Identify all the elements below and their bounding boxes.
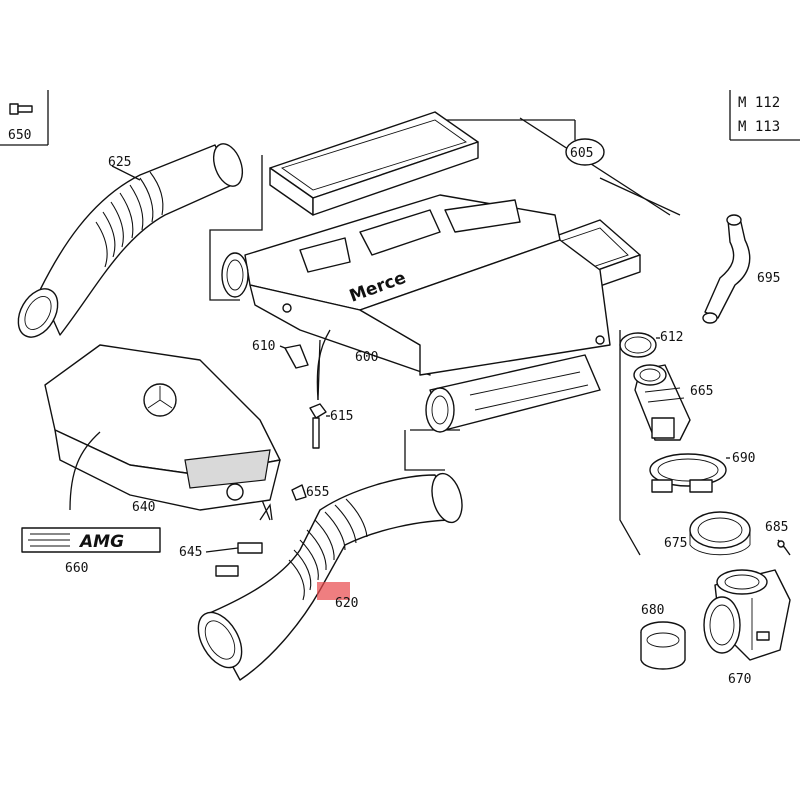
engine-code-1: M 112 (738, 95, 780, 111)
engine-code-2: M 113 (738, 119, 780, 135)
part-605-callout: 605 (565, 138, 605, 166)
label-670: 670 (728, 672, 751, 687)
label-640: 640 (132, 500, 155, 515)
label-665: 665 (690, 384, 713, 399)
label-655: 655 (306, 485, 329, 500)
bolt-615: 615 (309, 403, 353, 449)
bracket-610: 610 (252, 339, 309, 369)
label-612: 612 (660, 330, 683, 345)
label-600: 600 (355, 350, 378, 365)
label-645: 645 (179, 545, 202, 560)
clip-685: 685 (765, 520, 791, 556)
breather-pipe-695: 695 (702, 214, 780, 324)
label-675: 675 (664, 536, 687, 551)
filter-bracket-lines (209, 117, 681, 471)
label-695: 695 (757, 271, 780, 286)
engine-cover-640: 640 (44, 344, 281, 515)
throttle-housing-670: 670 (703, 569, 791, 687)
seal-ring-612: 612 (619, 330, 683, 358)
air-filter-element-upper (269, 111, 479, 216)
label-680: 680 (641, 603, 664, 618)
label-615: 615 (330, 409, 353, 424)
label-610: 610 (252, 339, 275, 354)
bolt-650 (9, 103, 33, 115)
label-650: 650 (8, 128, 31, 143)
clip-set-645: 645 (179, 542, 263, 577)
badge-text: AMG (78, 532, 124, 552)
highlight-620 (317, 582, 350, 600)
grommet-655: 655 (291, 484, 329, 501)
clamp-ring-680: 680 (640, 603, 686, 670)
adapter-ring-675: 675 (664, 511, 751, 556)
label-605: 605 (570, 146, 593, 161)
hose-clamp-690: 690 (649, 451, 755, 493)
label-620: 620 (335, 596, 358, 611)
bolt-650-box: 650 (0, 90, 49, 146)
label-625: 625 (108, 155, 131, 170)
mass-air-flow-sensor-665: 665 (633, 364, 713, 441)
hose-625-ribs (95, 171, 164, 268)
hose-620-ribs (288, 498, 368, 601)
amg-badge-660: AMG 660 (21, 527, 161, 576)
air-filter-housing-600: Merce 600 (221, 194, 611, 433)
label-685: 685 (765, 520, 788, 535)
intake-hose-620: 620 (197, 472, 463, 681)
intake-hose-625: 625 (17, 143, 244, 338)
label-690: 690 (732, 451, 755, 466)
engine-code-box: M 112 M 113 (729, 90, 800, 141)
label-660: 660 (65, 561, 88, 576)
